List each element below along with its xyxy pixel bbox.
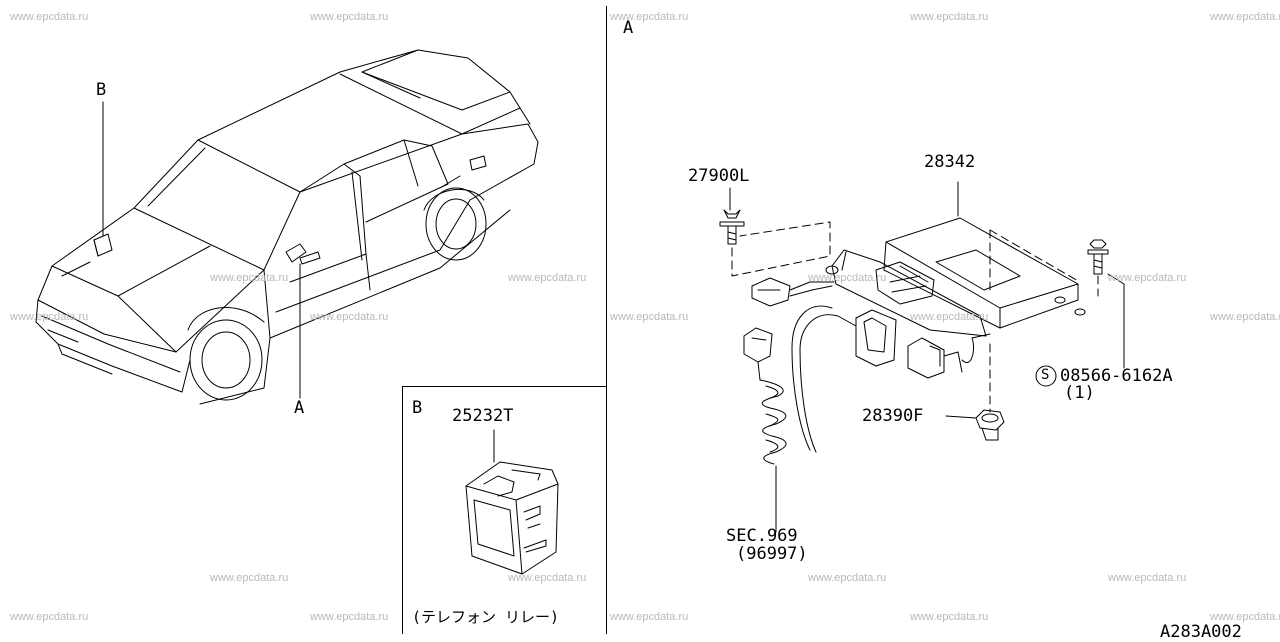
watermark: www.epcdata.ru — [910, 611, 989, 623]
watermark: www.epcdata.ru — [1210, 611, 1280, 623]
divider-horizontal-b — [402, 386, 607, 387]
watermark: www.epcdata.ru — [210, 572, 289, 584]
watermark: www.epcdata.ru — [910, 311, 989, 323]
watermark: www.epcdata.ru — [1108, 272, 1187, 284]
part-number-25232t: 25232T — [452, 406, 514, 426]
divider-vertical-b — [402, 386, 403, 634]
watermark: www.epcdata.ru — [310, 311, 389, 323]
relay-caption: (テレフォン リレー) — [412, 608, 560, 626]
callout-a: A — [294, 398, 305, 418]
watermark: www.epcdata.ru — [310, 611, 389, 623]
watermark: www.epcdata.ru — [508, 272, 587, 284]
bolt-symbol: S — [1041, 367, 1050, 383]
watermark: www.epcdata.ru — [1210, 11, 1280, 23]
watermark: www.epcdata.ru — [610, 11, 689, 23]
car-illustration — [35, 49, 539, 405]
watermark: www.epcdata.ru — [10, 311, 89, 323]
watermark: www.epcdata.ru — [808, 572, 887, 584]
watermark: www.epcdata.ru — [910, 11, 989, 23]
watermark: www.epcdata.ru — [1210, 311, 1280, 323]
relay-illustration — [465, 429, 559, 575]
diagram-code: A283A002 — [1160, 622, 1242, 642]
part-number-27900l: 27900L — [688, 166, 750, 186]
watermark: www.epcdata.ru — [610, 311, 689, 323]
control-unit-illustration — [719, 181, 1125, 533]
watermark: www.epcdata.ru — [610, 611, 689, 623]
watermark: www.epcdata.ru — [10, 611, 89, 623]
watermark: www.epcdata.ru — [508, 572, 587, 584]
watermark: www.epcdata.ru — [808, 272, 887, 284]
callout-b: B — [96, 80, 107, 100]
part-number-28342: 28342 — [924, 152, 976, 172]
part-number-08566: 08566-6162A — [1060, 366, 1173, 386]
detail-b-marker: B — [412, 398, 423, 418]
watermark: www.epcdata.ru — [210, 272, 289, 284]
section-a-marker: A — [623, 18, 634, 38]
bolt-quantity: (1) — [1064, 383, 1095, 403]
watermark: www.epcdata.ru — [10, 11, 89, 23]
section-sub-reference: (96997) — [736, 544, 808, 564]
part-number-28390f: 28390F — [862, 406, 924, 426]
watermark: www.epcdata.ru — [1108, 572, 1187, 584]
divider-vertical-main — [606, 6, 607, 634]
section-reference: SEC.969 — [726, 526, 798, 546]
watermark: www.epcdata.ru — [310, 11, 389, 23]
